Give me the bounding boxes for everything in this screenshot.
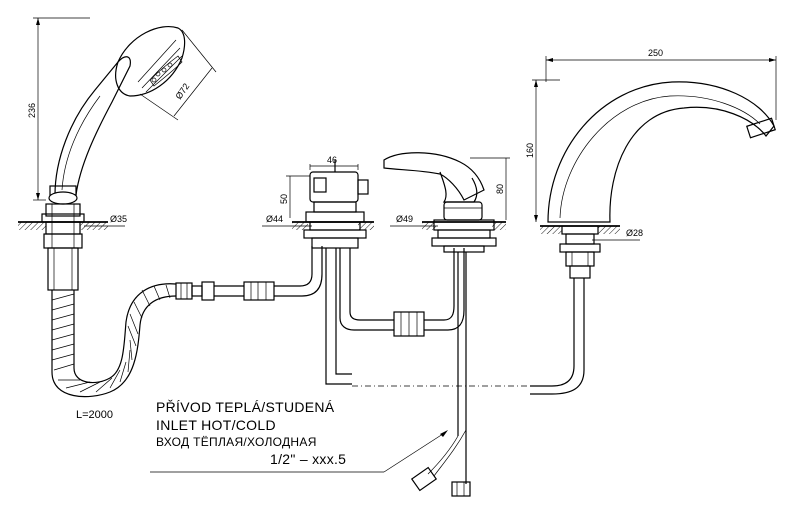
dim-valve-hole: Ø44 [262, 214, 312, 227]
note-inlet-cz: PŘÍVOD TEPLÁ/STUDENÁ [156, 399, 335, 415]
diverter-valve [292, 160, 374, 249]
dim-spout-hole: Ø28 [592, 228, 643, 241]
dim-shower-hole: Ø35 [84, 214, 127, 227]
dim-mixer-hole: Ø49 [390, 214, 438, 227]
dim-spout-reach-label: 250 [648, 48, 663, 58]
valve-pipes [325, 248, 465, 385]
hose-length-label: L=2000 [76, 409, 113, 421]
shower-handset [48, 26, 186, 205]
shower-base-mount [18, 203, 108, 291]
shower-head-face [149, 55, 183, 87]
dim-shower-head: Ø72 [139, 29, 217, 121]
mixer-hoses [410, 252, 471, 497]
mixer-lever [383, 152, 506, 253]
dim-shower-height: 236 [27, 17, 90, 201]
dim-valve-height: 50 [279, 175, 310, 218]
dim-shower-head-label: Ø72 [173, 81, 191, 101]
dim-valve-hole-label: Ø44 [266, 214, 283, 224]
note-leader-arrowhead [440, 430, 448, 437]
inlet-notes: PŘÍVOD TEPLÁ/STUDENÁ INLET HOT/COLD ВХОД… [150, 399, 448, 473]
spout [530, 81, 776, 395]
note-leader-arrow [383, 431, 447, 473]
dim-shower-height-label: 236 [27, 103, 37, 118]
dim-spout-hole-label: Ø28 [626, 228, 643, 238]
dim-valve-width-label: 46 [327, 155, 337, 165]
shower-hose: L=2000 [51, 246, 323, 421]
dim-valve-width: 46 [309, 155, 359, 170]
note-inlet-ru: ВХОД ТЁПЛАЯ/ХОЛОДНАЯ [156, 435, 317, 449]
dim-valve-height-label: 50 [279, 194, 289, 204]
note-thread: 1/2" – xxx.5 [270, 451, 346, 467]
dim-spout-height-label: 160 [525, 143, 535, 158]
dim-mixer-hole-label: Ø49 [396, 214, 413, 224]
dim-spout-reach: 250 [545, 48, 777, 120]
dim-mixer-height: 80 [470, 157, 510, 220]
dim-spout-height: 160 [525, 79, 560, 222]
note-inlet-en: INLET HOT/COLD [156, 417, 276, 433]
dim-shower-hole-label: Ø35 [110, 214, 127, 224]
dim-mixer-height-label: 80 [495, 184, 505, 194]
